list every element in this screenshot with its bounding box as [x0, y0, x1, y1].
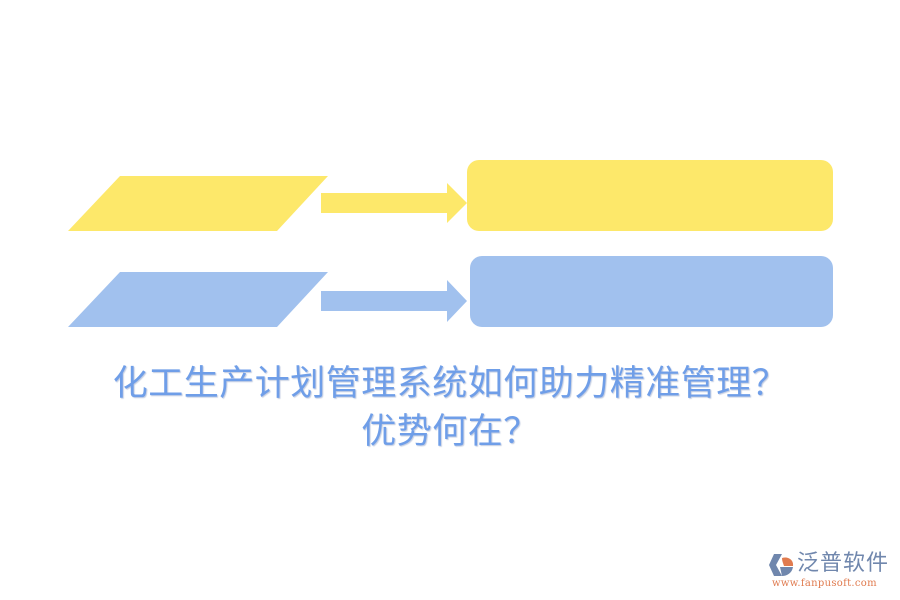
brand-logo: 泛普软件 www.fanpusoft.com: [768, 550, 893, 590]
title-line-1: 化工生产计划管理系统如何助力精准管理？: [112, 364, 788, 404]
logo-url: www.fanpusoft.com: [772, 578, 877, 589]
yellow-input-parallelogram: [68, 176, 328, 231]
yellow-arrow-right-icon: [321, 183, 467, 223]
blue-arrow-right-icon: [321, 280, 467, 322]
yellow-output-box: [467, 160, 833, 231]
logo-name: 泛普软件: [797, 551, 890, 576]
blue-output-box: [470, 256, 833, 327]
page-title: 化工生产计划管理系统如何助力精准管理？ 优势何在？: [0, 360, 900, 456]
blue-input-parallelogram: [68, 272, 328, 327]
title-line-2: 优势何在？: [361, 412, 539, 452]
fanpu-logo-icon: [769, 554, 794, 576]
